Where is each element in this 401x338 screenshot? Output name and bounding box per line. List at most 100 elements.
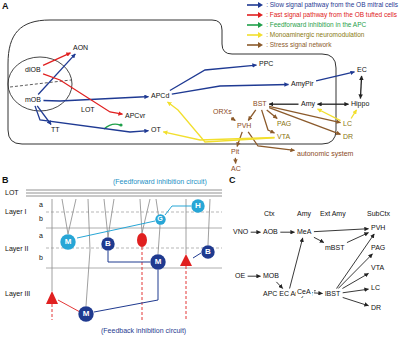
connector: [248, 276, 261, 277]
region-node: PAG: [370, 244, 386, 252]
region-name: AC: [231, 165, 241, 173]
region-node: Pit: [230, 148, 240, 156]
region-name: AmyPir: [291, 80, 314, 88]
column-header: Ctx: [263, 210, 276, 217]
connector: [360, 76, 361, 99]
legend-item: : Stress signal network: [246, 41, 331, 49]
pyramidal-cell: [180, 254, 192, 266]
connector: [318, 109, 341, 121]
cell-node: M: [60, 234, 76, 250]
connector: [351, 110, 356, 119]
legend-swatch: [258, 2, 263, 8]
region-name: APCvr: [125, 112, 145, 120]
layer-label: Layer II: [4, 245, 29, 253]
region-name: lBST: [325, 290, 340, 298]
connector: [172, 84, 289, 94]
legend-text: : Slow signal pathway from the OB mitral…: [266, 1, 398, 8]
panel-letter: C: [228, 175, 237, 186]
cell-body: [191, 199, 204, 212]
region-name: APCd: [151, 92, 169, 100]
sublayer-label: b: [38, 254, 44, 262]
column-header: SubCtx: [366, 210, 391, 217]
cell-node: M: [150, 254, 166, 270]
region-node: PVH: [236, 122, 252, 130]
connector: [290, 238, 303, 289]
region-name: OT: [151, 126, 161, 134]
connector: [269, 108, 340, 135]
connector: [313, 292, 322, 294]
cell-node: G: [155, 214, 166, 225]
legend-item: : Slow signal pathway from the OB mitral…: [246, 1, 398, 9]
cell-body: [201, 245, 214, 258]
region-node: DR: [370, 304, 382, 312]
legend-item: : Feedforward inhibition in the APC: [246, 21, 366, 29]
pyramidal-cell: [46, 291, 58, 304]
region-node: EC: [356, 66, 368, 74]
feedback-axon: [52, 304, 53, 320]
connector: [314, 237, 324, 242]
region-name: mOB: [25, 96, 41, 104]
region-node: BST: [252, 100, 268, 108]
column-header: Amy: [296, 210, 312, 217]
connector: [343, 297, 369, 305]
legend-swatch: [258, 42, 263, 48]
region-name: VTA: [277, 133, 290, 141]
cell-node: B: [201, 245, 215, 259]
cell-letter: M: [150, 254, 166, 270]
cell-node: M: [78, 306, 94, 322]
semilunar-cell: [137, 233, 147, 247]
region-name: LC: [343, 120, 352, 128]
cell-body: [155, 214, 165, 224]
connector: [43, 53, 70, 66]
feedback-axon: [94, 270, 158, 312]
feedforward-inhibition-dot: [119, 123, 122, 126]
connector: [343, 289, 369, 293]
legend-text: : Stress signal network: [266, 41, 331, 48]
circuit-note: (Feedforward inhibition circuit): [112, 178, 208, 185]
region-node: DR: [342, 133, 354, 141]
circuit-note: (Feedforward inhibition circuit): [112, 178, 208, 186]
tract-label: LOT: [80, 106, 96, 114]
connector: [338, 254, 372, 289]
legend-text: : Monoaminergic neuromodulation: [266, 31, 364, 38]
column-header: Ext Amy: [319, 210, 347, 218]
connector: [316, 72, 354, 81]
sublayer-label: b: [38, 254, 44, 261]
region-node: AON: [72, 44, 89, 52]
region-name: EC: [357, 66, 367, 74]
region-name: TT: [51, 126, 60, 134]
column-header: Amy: [296, 210, 312, 218]
cell-node: B: [101, 237, 115, 251]
connector: [248, 132, 294, 151]
connector: [248, 110, 256, 121]
connector: [43, 74, 122, 114]
region-node: MeA: [296, 228, 312, 236]
tract-label: LOT: [4, 189, 20, 197]
dendrite: [62, 199, 76, 234]
region-name: AON: [73, 44, 88, 52]
legend-swatch: [246, 21, 264, 29]
layer-label: Layer I: [4, 208, 27, 216]
circuit-note: (Feedback inhibition circuit): [100, 327, 187, 335]
legend-swatch: [247, 14, 259, 16]
legend-swatch: [247, 44, 259, 46]
dendrite: [52, 199, 53, 291]
legend-swatch: [258, 22, 263, 28]
connector: [262, 110, 275, 133]
region-node: autonomic system: [296, 150, 354, 158]
lot-fiber: [26, 193, 222, 194]
layer-label: Layer III: [4, 290, 31, 298]
region-node: AmyPir: [290, 80, 315, 88]
layer-label: Layer III: [4, 290, 31, 297]
connector: [314, 229, 369, 232]
region-name: LC: [371, 284, 380, 292]
region-name: CeA: [297, 288, 311, 296]
connector: [231, 118, 235, 121]
region-node: APCvr: [124, 112, 146, 120]
region-name: ORXs: [213, 108, 232, 116]
region-node: OE: [234, 272, 246, 280]
circuit-note: (Feedback inhibition circuit): [100, 327, 187, 334]
connector: [337, 234, 375, 289]
region-node: ORXs: [212, 108, 233, 116]
